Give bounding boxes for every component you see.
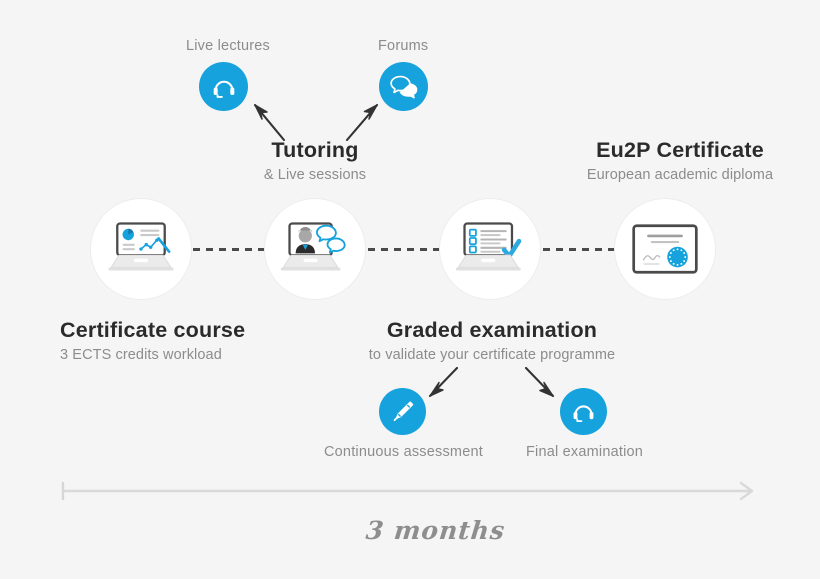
label-forums: Forums: [378, 38, 429, 54]
heading-certificate-title: Eu2P Certificate: [596, 138, 764, 162]
label-continuous-assessment: Continuous assessment: [324, 444, 483, 460]
heading-tutoring: Tutoring & Live sessions: [215, 138, 415, 186]
label-live-lectures: Live lectures: [186, 38, 270, 54]
node-course[interactable]: [91, 199, 191, 299]
laptop-dashboard-icon: [104, 220, 178, 278]
timeline-duration-label: 3 months: [364, 516, 507, 545]
badge-final-examination[interactable]: [560, 388, 607, 435]
pen-icon: [389, 398, 416, 425]
headset-icon: [570, 398, 597, 425]
heading-certificate: Eu2P Certificate European academic diplo…: [548, 138, 812, 186]
arrow-to-live-lectures: [253, 103, 286, 142]
arrow-to-forums: [345, 103, 379, 142]
speech-bubbles-icon: [389, 73, 419, 101]
laptop-discussion-icon: [278, 220, 352, 278]
badge-continuous-assessment[interactable]: [379, 388, 426, 435]
certificate-diploma-icon: [631, 223, 699, 275]
arrow-to-continuous-assessment: [428, 366, 459, 398]
heading-examination: Graded examination to validate your cert…: [352, 318, 632, 366]
label-final-examination: Final examination: [526, 444, 644, 460]
connector-tutoring-to-exam: [368, 248, 440, 251]
node-tutoring[interactable]: [265, 199, 365, 299]
heading-tutoring-subtitle: & Live sessions: [263, 166, 367, 183]
connector-course-to-tutoring: [193, 248, 265, 251]
badge-forums[interactable]: [379, 62, 428, 111]
headset-icon: [210, 73, 238, 101]
node-diploma[interactable]: [615, 199, 715, 299]
heading-certificate-subtitle: European academic diploma: [586, 166, 774, 183]
heading-examination-subtitle: to validate your certificate programme: [368, 346, 616, 363]
heading-course-subtitle: 3 ECTS credits workload: [60, 346, 222, 363]
node-examination[interactable]: [440, 199, 540, 299]
arrow-to-final-examination: [524, 366, 555, 398]
badge-live-lectures[interactable]: [199, 62, 248, 111]
heading-course-title: Certificate course: [60, 318, 246, 342]
laptop-checklist-icon: [453, 220, 527, 278]
heading-tutoring-title: Tutoring: [271, 138, 359, 162]
timeline-axis: [61, 481, 754, 501]
heading-course: Certificate course 3 ECTS credits worklo…: [60, 318, 340, 366]
heading-examination-title: Graded examination: [386, 318, 598, 342]
connector-exam-to-diploma: [543, 248, 615, 251]
